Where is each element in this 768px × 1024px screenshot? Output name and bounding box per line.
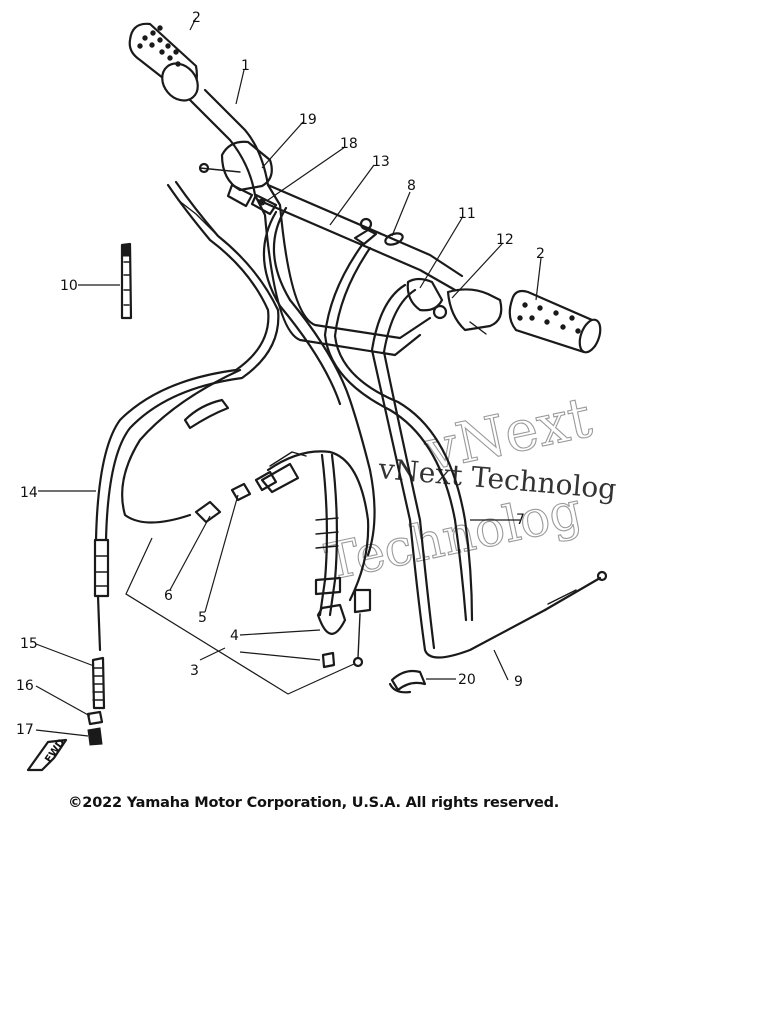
callout-6: 6 xyxy=(164,588,173,604)
main-cable xyxy=(370,283,608,659)
callout-17: 17 xyxy=(16,722,34,738)
callout-19: 19 xyxy=(299,112,317,128)
callout-3: 3 xyxy=(190,663,199,679)
callout-10: 10 xyxy=(60,278,78,294)
callout-16: 16 xyxy=(16,678,34,694)
fwd-arrow: FWD xyxy=(26,737,67,772)
throttle-cable xyxy=(262,206,474,622)
cable-splitter xyxy=(260,450,372,669)
callout-4: 4 xyxy=(230,628,239,644)
fwd-label: FWD xyxy=(43,737,67,765)
callout-2-left: 2 xyxy=(192,10,201,26)
handlebar xyxy=(188,88,464,357)
callout-labels: 2 1 19 18 13 8 11 12 2 10 14 7 6 5 4 3 9… xyxy=(16,10,545,738)
callout-14: 14 xyxy=(20,485,38,501)
callout-5: 5 xyxy=(198,610,207,626)
callout-15: 15 xyxy=(20,636,38,652)
cable-lower xyxy=(121,368,278,524)
callout-1: 1 xyxy=(241,58,250,74)
callout-8: 8 xyxy=(407,178,416,194)
callout-13: 13 xyxy=(372,154,390,170)
callout-12: 12 xyxy=(496,232,514,248)
copyright-notice: ©2022 Yamaha Motor Corporation, U.S.A. A… xyxy=(68,795,559,811)
callout-9: 9 xyxy=(514,674,523,690)
callout-18: 18 xyxy=(340,136,358,152)
left-lever-holder xyxy=(198,140,278,216)
callout-11: 11 xyxy=(458,206,476,222)
hose-clip xyxy=(388,669,427,694)
left-grip xyxy=(128,22,199,102)
clutch-cable xyxy=(86,180,280,746)
right-grip xyxy=(406,277,602,354)
strap xyxy=(120,242,133,320)
callout-20: 20 xyxy=(458,672,476,688)
callout-7: 7 xyxy=(516,512,525,528)
leader-lines xyxy=(35,17,542,737)
callout-2-right: 2 xyxy=(536,246,545,262)
